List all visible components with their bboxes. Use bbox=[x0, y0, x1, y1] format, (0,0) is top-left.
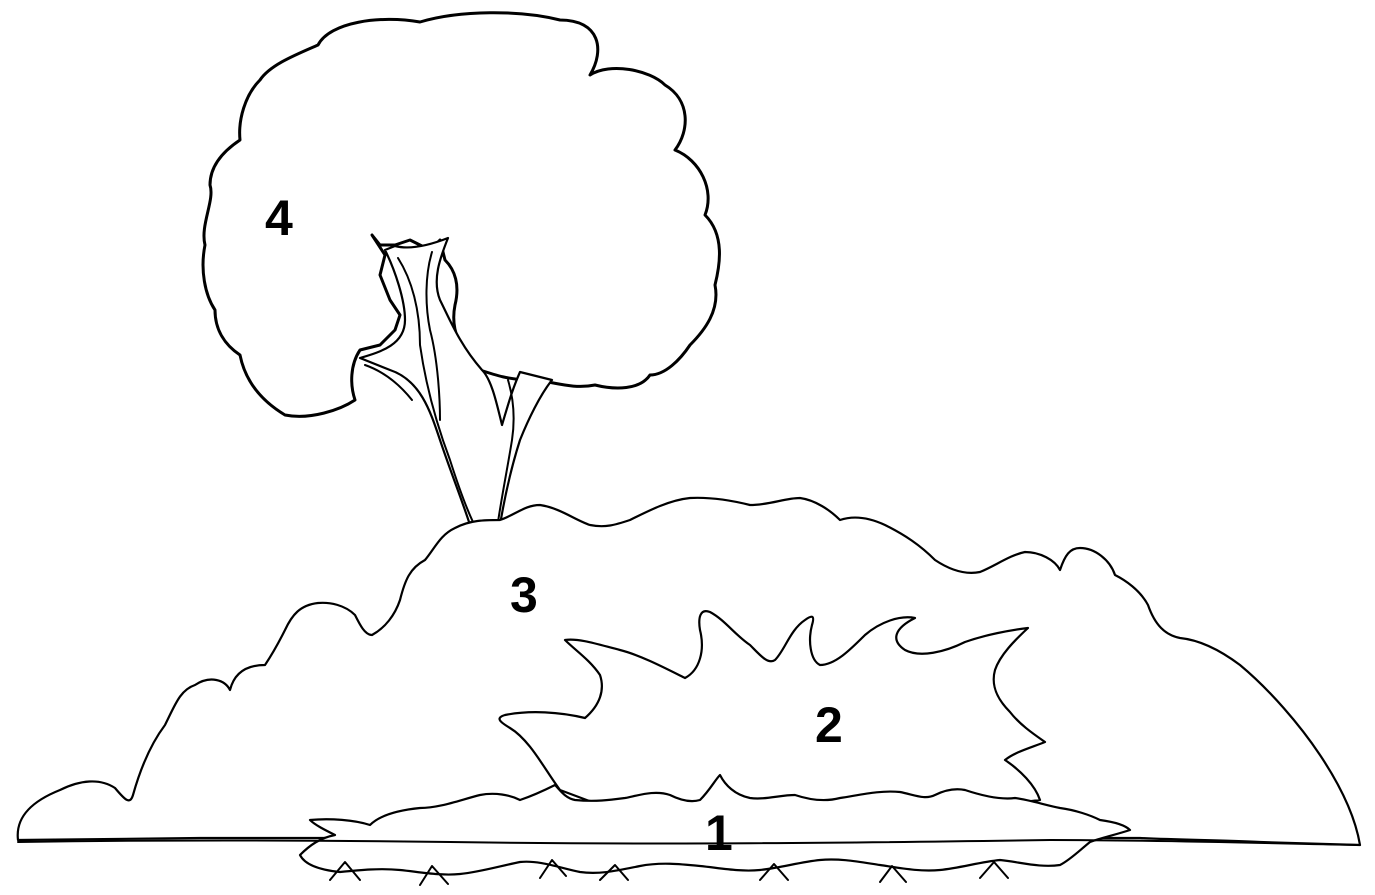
tree-trunk-line-right bbox=[425, 251, 441, 421]
tree-trunk bbox=[358, 236, 554, 527]
spiky-shrub-layer bbox=[498, 610, 1047, 812]
layer-label-4: 4 bbox=[265, 190, 293, 246]
ground-line bbox=[17, 839, 1361, 846]
tree-trunk-line-left bbox=[397, 257, 474, 523]
tree-trunk-line-branch bbox=[364, 364, 413, 401]
ground-cover-layer bbox=[298, 773, 1132, 876]
ground-cover-detail bbox=[329, 859, 1009, 886]
tree-canopy bbox=[201, 11, 721, 418]
layer-label-1: 1 bbox=[705, 805, 733, 861]
tree bbox=[201, 11, 721, 527]
shrub-layer bbox=[16, 496, 1362, 847]
layer-label-2: 2 bbox=[815, 697, 843, 753]
layer-label-3: 3 bbox=[510, 567, 538, 623]
tree-trunk-line-fork bbox=[497, 379, 515, 523]
